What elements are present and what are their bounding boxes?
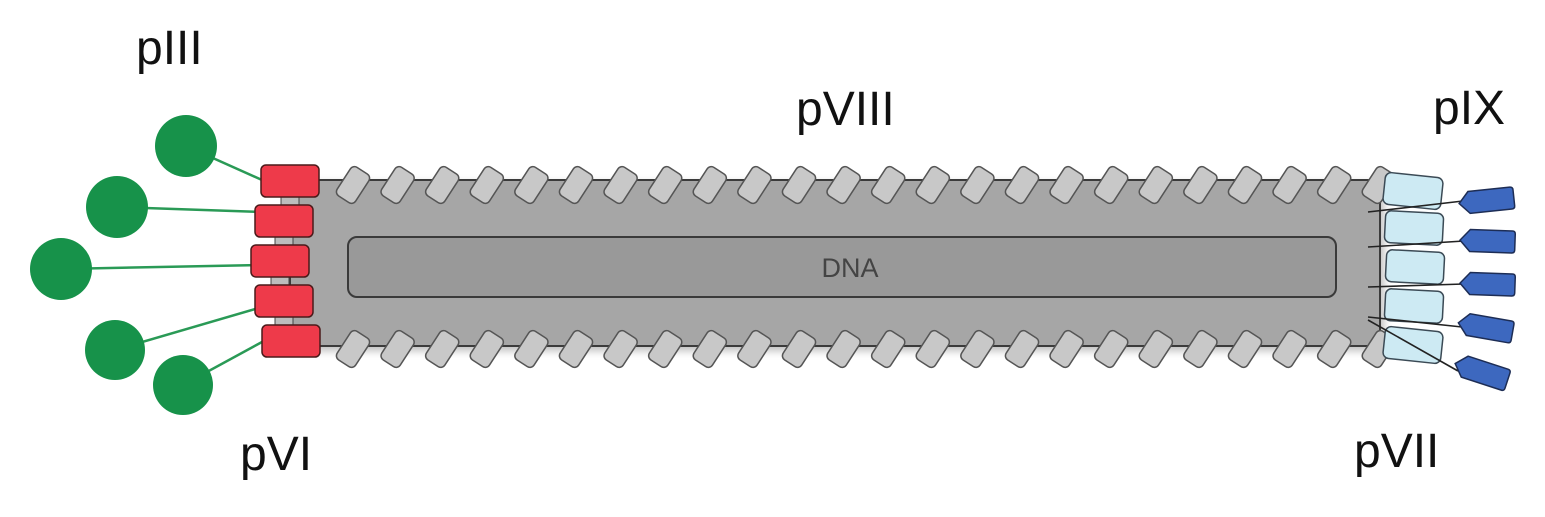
pix-tether [1367,319,1459,372]
pvi-block [261,324,321,358]
pviii-subunit [960,165,995,205]
pvi-block [254,204,314,238]
pviii-subunit [1049,329,1084,369]
pviii-subunit [915,329,951,369]
pvii-block [1384,249,1446,285]
pviii-subunit [870,329,906,369]
label-piii: pIII [136,22,203,75]
pviii-subunit [1004,165,1040,205]
pix-tether [1367,316,1463,328]
pviii-subunit [335,329,371,369]
pvii-block [1383,210,1445,246]
pviii-subunit [781,329,817,369]
dna-box [347,236,1337,298]
pviii-subunit [558,329,594,369]
pviii-subunit [1272,165,1307,205]
pviii-subunit [335,165,371,205]
pviii-subunit [960,329,995,369]
pviii-subunit [915,165,951,205]
piii-stalk [60,263,263,271]
pviii-subunits [335,165,1397,369]
pviii-subunit [424,329,460,369]
pviii-subunit [1227,165,1263,205]
pviii-subunit [647,329,683,369]
pviii-subunit [1093,165,1129,205]
pviii-subunit [1227,329,1263,369]
pviii-subunit [1272,329,1307,369]
pix-proteins [1367,186,1517,392]
piii-proteins [30,115,263,415]
pviii-subunit [603,329,638,369]
pviii-subunit [737,329,772,369]
pviii-subunit [380,165,415,205]
pvi-proteins [250,164,321,358]
pviii-subunit [781,165,817,205]
pviii-subunit [424,165,460,205]
pviii-subunit [1138,329,1174,369]
pviii-subunit [1183,329,1218,369]
pvi-block [260,164,320,198]
pviii-subunit [380,329,415,369]
pix-tether [1367,283,1465,288]
piii-domain [153,355,213,415]
pviii-subunit [1004,329,1040,369]
label-pvi: pVI [240,428,312,481]
pix-tag [1454,355,1511,392]
dna-label: DNA [821,253,878,283]
pix-tether [1367,200,1464,213]
label-pix: pIX [1433,82,1505,135]
pix-tag [1457,312,1515,344]
pviii-subunit [826,329,861,369]
pviii-subunit [692,165,728,205]
pviii-subunit [737,165,772,205]
pviii-subunit [692,329,728,369]
label-pvii: pVII [1354,425,1439,478]
pviii-subunit [603,165,638,205]
pvii-proteins [1382,171,1446,365]
pix-tag [1459,271,1517,297]
pviii-subunit [647,165,683,205]
pviii-subunit [469,329,505,369]
pviii-subunit [558,165,594,205]
pviii-subunit [514,329,549,369]
pviii-subunit [1049,165,1084,205]
pviii-subunit [469,165,505,205]
pviii-subunit [1316,329,1352,369]
label-pviii: pVIII [796,83,895,136]
piii-domain [155,115,217,177]
pviii-subunit [1183,165,1218,205]
pvii-block [1383,288,1445,324]
pviii-subunit [1138,165,1174,205]
pviii-subunit [870,165,906,205]
piii-domain [85,320,145,380]
pviii-subunit [1093,329,1129,369]
pviii-subunit [826,165,861,205]
piii-domain [86,176,148,238]
pix-tether [1367,240,1465,248]
pvi-block [250,244,310,278]
pvi-block [254,284,314,318]
piii-domain [30,238,92,300]
pviii-subunit [514,165,549,205]
pviii-subunit [1316,165,1352,205]
pix-tag [1459,228,1517,254]
pix-tag [1458,186,1516,215]
